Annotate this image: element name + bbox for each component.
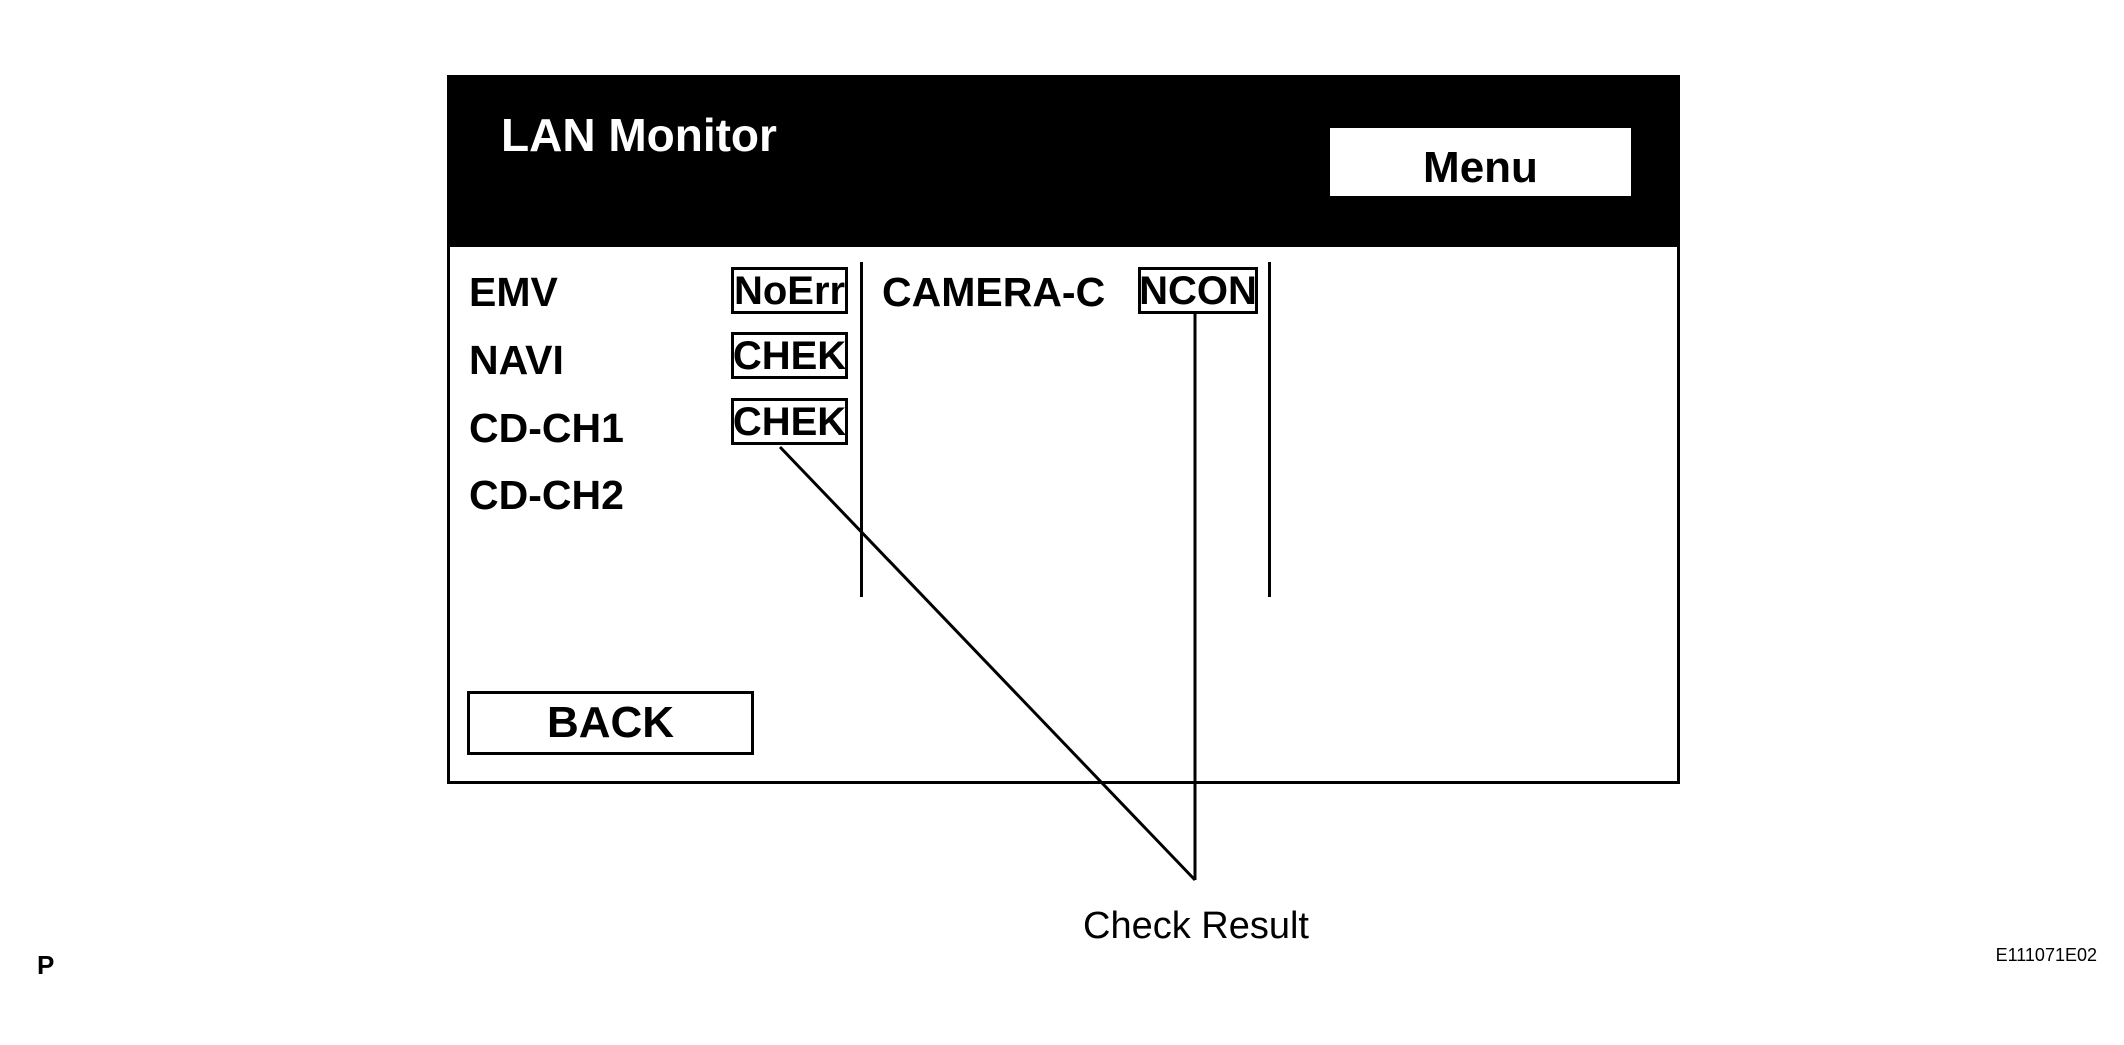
- result-cd-ch1: CHEK: [731, 398, 848, 445]
- page-title: LAN Monitor: [501, 109, 777, 161]
- menu-button[interactable]: Menu: [1330, 128, 1631, 196]
- result-camera-c: NCON: [1138, 267, 1258, 314]
- row-label-cd-ch2: CD-CH2: [469, 472, 624, 518]
- row-label-cd-ch1: CD-CH1: [469, 405, 624, 451]
- check-result-label: Check Result: [1083, 905, 1309, 947]
- header-bar: LAN Monitor Menu: [450, 78, 1677, 247]
- lan-monitor-screen: LAN Monitor Menu EMV NoErr NAVI CHEK CD-…: [447, 75, 1680, 784]
- corner-code-right: E111071E02: [1995, 945, 2097, 965]
- column-divider-2: [1268, 262, 1271, 597]
- column-divider-1: [860, 262, 863, 597]
- row-label-emv: EMV: [469, 269, 558, 315]
- corner-code-left: P: [37, 950, 55, 980]
- row-label-camera-c: CAMERA-C: [882, 269, 1106, 315]
- row-label-navi: NAVI: [469, 337, 564, 383]
- back-button[interactable]: BACK: [467, 691, 754, 755]
- result-navi: CHEK: [731, 332, 848, 379]
- result-emv: NoErr: [731, 267, 848, 314]
